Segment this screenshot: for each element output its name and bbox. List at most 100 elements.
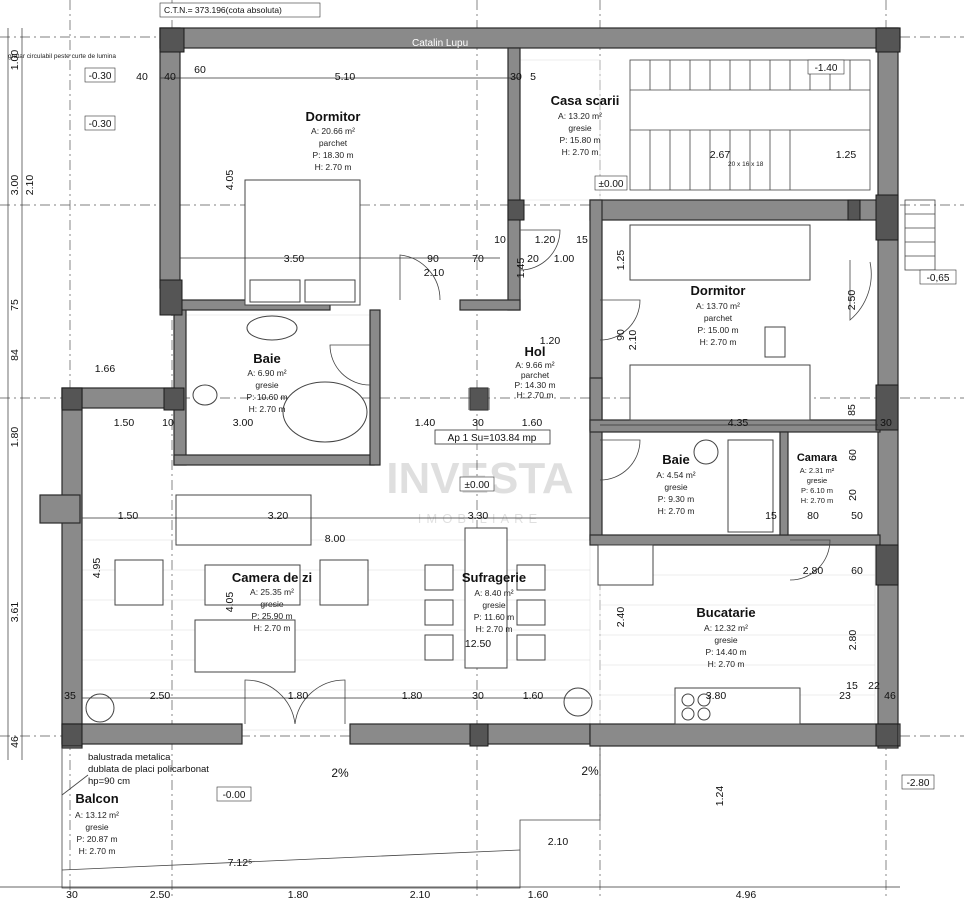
room-casa-scarii-name: Casa scarii	[551, 93, 620, 108]
room-dormitor2-perimeter: P: 15.00 m	[697, 325, 738, 335]
dim-label: 50	[851, 510, 863, 522]
door-camara	[789, 539, 831, 581]
bathtub	[282, 381, 368, 443]
dining-table	[464, 527, 508, 669]
room-camera-zi-area: A: 25.35 m²	[250, 587, 294, 597]
dim-label: 30	[66, 889, 78, 900]
dim-label: 3.00	[233, 417, 254, 429]
dim-label: 1.50	[118, 510, 139, 522]
dim-label: 46	[9, 736, 21, 748]
note-balustrada-3: hp=90 cm	[88, 776, 130, 787]
stair-note: 20 x 16 x 18	[728, 161, 764, 168]
dim-label: 20	[847, 489, 859, 501]
dim-label: 1.20	[535, 234, 556, 246]
dim-label: 1.00	[9, 50, 21, 71]
dim-label: 1.60	[523, 690, 544, 702]
room-balcon-floor: gresie	[85, 822, 108, 832]
exterior-stairs	[904, 199, 936, 271]
level-marker: -0.30	[89, 119, 112, 130]
dim-label: 30	[510, 71, 522, 83]
room-camara-height: H: 2.70 m	[801, 496, 834, 505]
dim-label: 2.67	[710, 149, 731, 161]
room-baie2-area: A: 4.54 m²	[656, 470, 695, 480]
dim-label: 3.20	[268, 510, 289, 522]
watermark: INVESTA IMOBILIARE	[386, 388, 574, 526]
tv-unit	[194, 619, 296, 673]
doors	[244, 229, 872, 725]
dim-label: 30	[880, 417, 892, 429]
room-bucatarie-height: H: 2.70 m	[708, 659, 745, 669]
dim-label: 1.60	[522, 417, 543, 429]
room-hol-floor: parchet	[521, 370, 550, 380]
sink-1	[246, 315, 298, 341]
room-camera-zi-name: Camera de zi	[232, 570, 312, 585]
room-baie2-perimeter: P: 9.30 m	[658, 494, 694, 504]
apartment-area: Ap 1 Su=103.84 mp	[448, 433, 537, 444]
dim-label: 3.80	[706, 690, 727, 702]
dim-label: 3.50	[284, 253, 305, 265]
room-camara-area: A: 2.31 m²	[800, 466, 835, 475]
dim-label: 1.80	[402, 690, 423, 702]
room-dormitor1-floor: parchet	[319, 138, 348, 148]
dimension-lines	[0, 28, 900, 888]
slope-label-1: 2%	[331, 766, 349, 780]
dim-label: 30	[472, 690, 484, 702]
dim-label: 2.10	[548, 836, 569, 848]
dim-label: 2.80	[803, 565, 824, 577]
dim-label: 2.40	[615, 607, 627, 628]
dim-label: 1.80	[288, 690, 309, 702]
room-baie2-name: Baie	[662, 452, 689, 467]
room-dormitor2-name: Dormitor	[691, 283, 746, 298]
level-marker: -0.30	[89, 71, 112, 82]
room-dormitor2-area: A: 13.70 m²	[696, 301, 740, 311]
dims-inner: 3.50 90 70 10 1.20 15 1.00 2.10 1.45 20 …	[64, 149, 896, 869]
dim-label: 4.05	[224, 170, 236, 191]
door-casa-scarii	[519, 229, 561, 271]
dim-label: 60	[851, 565, 863, 577]
room-bucatarie-perimeter: P: 14.40 m	[705, 647, 746, 657]
dim-label: 1.20	[540, 335, 561, 347]
dim-label: 60	[847, 449, 859, 461]
room-baie1-height: H: 2.70 m	[249, 404, 286, 414]
note-gratar: gratar circulabil peste curte de lumina	[8, 53, 116, 60]
room-labels: Dormitor A: 20.66 m² parchet P: 18.30 m …	[75, 93, 838, 856]
room-camera-zi-perimeter: P: 25.90 m	[251, 611, 292, 621]
dim-label: 3.00	[9, 175, 21, 196]
bathtub-2	[727, 439, 774, 533]
dim-label: 1.40	[415, 417, 436, 429]
note-balustrada-1: balustrada metalica	[88, 752, 171, 763]
dim-label: 2.80	[847, 630, 859, 651]
dim-label: 8.00	[325, 533, 346, 545]
dim-label: 1.50	[114, 417, 135, 429]
dim-label: 75	[9, 299, 21, 311]
dim-label: 30	[472, 417, 484, 429]
door-balcon	[244, 679, 346, 725]
room-baie1-floor: gresie	[255, 380, 278, 390]
dim-label: 1.80	[288, 889, 309, 900]
room-hol-perimeter: P: 14.30 m	[514, 380, 555, 390]
dim-label: 60	[194, 64, 206, 76]
level-marker: ±0.00	[599, 179, 624, 190]
bed-2b	[629, 364, 811, 421]
room-dormitor1-height: H: 2.70 m	[315, 162, 352, 172]
staircase	[629, 59, 871, 191]
bed-2a	[629, 224, 811, 281]
room-camera-zi-floor: gresie	[260, 599, 283, 609]
room-sufragerie-floor: gresie	[482, 600, 505, 610]
door-dormitor	[399, 254, 441, 301]
chair-bedroom	[764, 326, 786, 358]
room-dormitor2-floor: parchet	[704, 313, 733, 323]
dim-label: 2.50	[846, 290, 858, 311]
dim-label: 40	[164, 71, 176, 83]
room-balcon-height: H: 2.70 m	[79, 846, 116, 856]
dim-label: 90	[427, 253, 439, 265]
dim-label: 35	[64, 690, 76, 702]
dim-label: 22	[868, 680, 880, 692]
armchair-2	[319, 559, 369, 606]
dim-label: 4.95	[91, 558, 103, 579]
dim-label: 80	[807, 510, 819, 522]
dim-label: 23	[839, 690, 851, 702]
dim-label: 1.45	[515, 258, 527, 279]
room-dormitor2-height: H: 2.70 m	[700, 337, 737, 347]
